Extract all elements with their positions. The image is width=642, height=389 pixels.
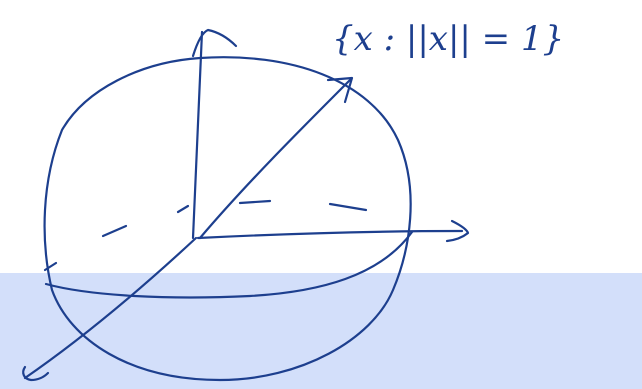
equator-back-dash-3 xyxy=(238,199,272,205)
z-axis-arrowhead xyxy=(191,28,238,58)
equator-back-dash-2 xyxy=(176,204,190,214)
x-axis xyxy=(196,229,464,240)
y-axis-arrowhead xyxy=(22,365,50,382)
set-annotation: {x : ||x|| = 1} xyxy=(332,19,564,59)
sphere-outline xyxy=(43,56,412,382)
z-axis xyxy=(191,30,204,240)
radius-vector xyxy=(198,78,352,240)
y-axis xyxy=(23,236,198,380)
equator-back-dash-1 xyxy=(101,224,128,238)
equator-back-dash-4 xyxy=(328,202,368,212)
highlight-band xyxy=(0,273,642,389)
equator-front xyxy=(44,230,414,299)
left-tick xyxy=(43,261,58,272)
x-axis-arrowhead xyxy=(445,219,470,243)
radius-vector-arrowhead xyxy=(326,76,354,104)
